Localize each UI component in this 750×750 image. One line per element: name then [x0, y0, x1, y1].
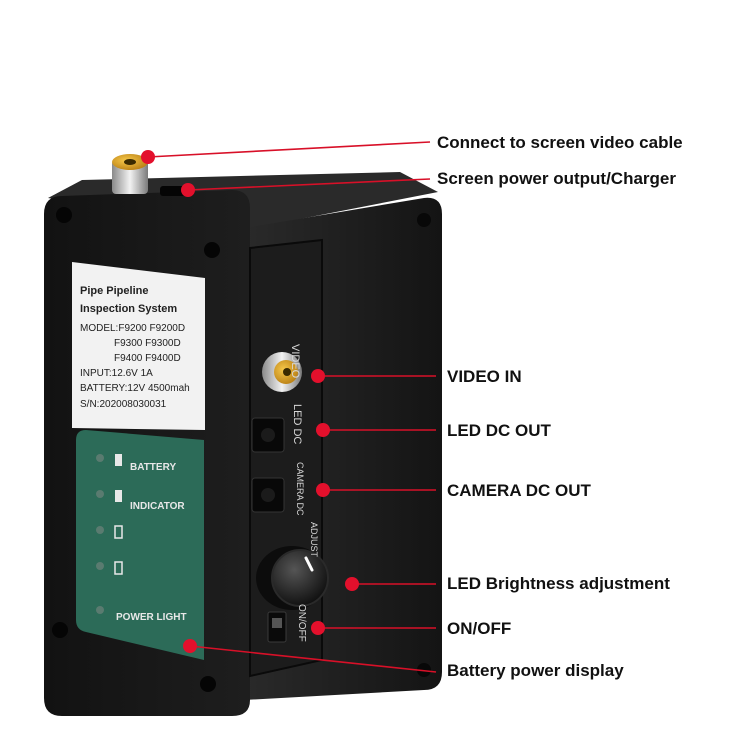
sticker-title-line1: Pipe Pipeline [80, 285, 149, 297]
callout-camera-dc-out: CAMERA DC OUT [447, 481, 591, 500]
callout-led-dc-out: LED DC OUT [447, 421, 551, 440]
label-indicator: INDICATOR [130, 501, 185, 512]
label-adjust: ADJUST [309, 522, 319, 558]
sticker-serial: S/N:202008030031 [80, 399, 167, 410]
screw-hole [200, 676, 216, 692]
label-power-light: POWER LIGHT [116, 612, 187, 623]
port-panel [249, 238, 323, 678]
callout-on-off: ON/OFF [447, 619, 512, 638]
label-led-dc: LED DC [291, 404, 303, 445]
callout-brightness: LED Brightness adjustment [447, 574, 670, 593]
rca-pin-top [124, 159, 136, 165]
sticker-battery: BATTERY:12V 4500mah [80, 383, 190, 394]
callout-lines [147, 141, 437, 673]
battery-icon [115, 490, 122, 502]
sticker-model-line1: MODEL:F9200 F9200D [80, 323, 186, 334]
led-level-3 [96, 526, 104, 534]
battery-icon [115, 454, 122, 466]
label-video: VIDEO [289, 344, 301, 379]
brightness-knob [271, 549, 329, 607]
led-level-4 [96, 562, 104, 570]
knob-indicator [304, 556, 314, 572]
rca-video-in-pin [283, 368, 291, 376]
screw-hole [417, 213, 431, 227]
camera-dc-jack-hole [261, 488, 275, 502]
battery-icon [114, 561, 123, 575]
sticker-input: INPUT:12.6V 1A [80, 368, 153, 379]
sticker-model-line3: F9400 F9400D [114, 353, 181, 364]
screw-hole [56, 207, 72, 223]
led-battery [96, 454, 104, 462]
switch-toggle [272, 618, 282, 628]
spec-sticker [72, 262, 205, 430]
label-battery: BATTERY [130, 462, 177, 473]
led-panel [76, 430, 204, 660]
led-indicator [96, 490, 104, 498]
callout-power-output: Screen power output/Charger [437, 169, 676, 188]
sticker-model-line2: F9300 F9300D [114, 338, 181, 349]
led-power [96, 606, 104, 614]
callout-video-in: VIDEO IN [447, 367, 522, 386]
callout-video-cable: Connect to screen video cable [437, 133, 683, 152]
led-dc-jack-hole [261, 428, 275, 442]
screw-hole [52, 622, 68, 638]
callout-dots [141, 150, 359, 653]
sticker-title-line2: Inspection System [80, 303, 178, 315]
label-on-off: ON/OFF [296, 604, 307, 642]
battery-icon [114, 525, 123, 539]
label-camera-dc: CAMERA DC [295, 462, 305, 516]
screw-hole [204, 242, 220, 258]
callout-battery-display: Battery power display [447, 661, 624, 680]
